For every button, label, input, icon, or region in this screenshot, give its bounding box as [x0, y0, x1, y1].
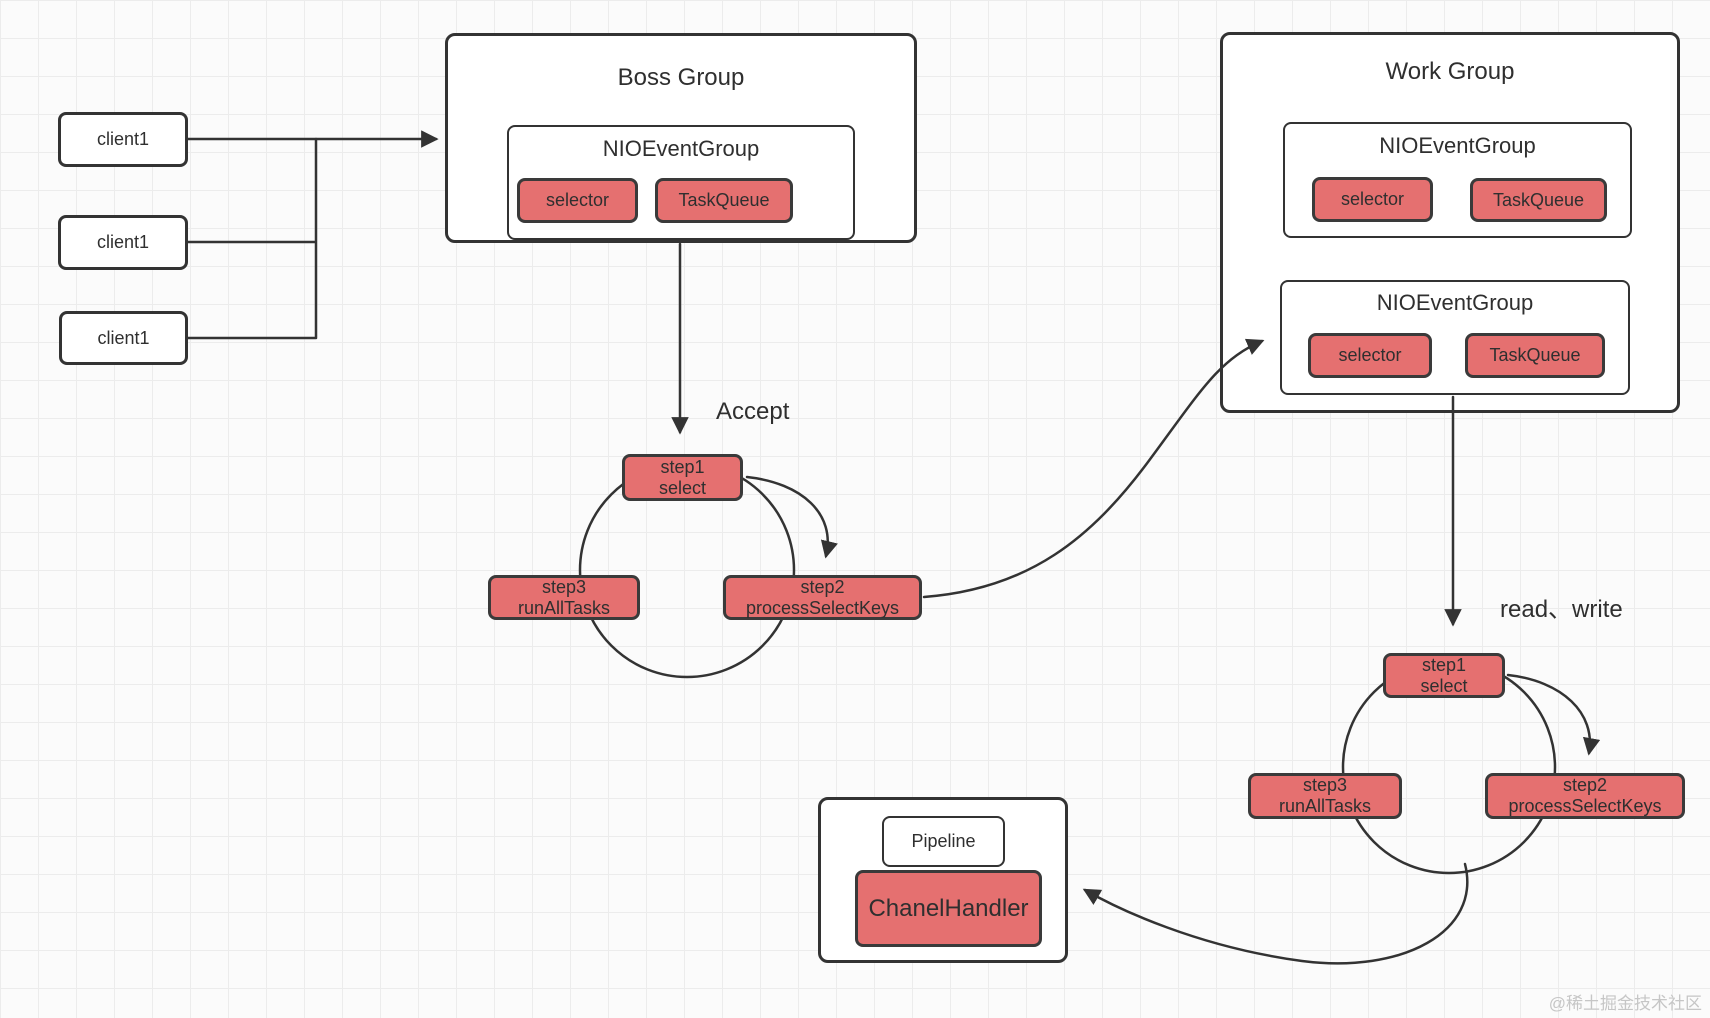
loop1-step3-box: step3 runAllTasks	[488, 575, 640, 620]
read-write-label: read、write	[1500, 596, 1623, 623]
boss-selector-label: selector	[545, 190, 610, 210]
channel-handler-label: ChanelHandler	[868, 894, 1029, 922]
loop2-step1-to-step2-arrow	[1506, 673, 1601, 756]
loop1-step1-line2: select	[658, 477, 707, 498]
loop1-step2-line2: processSelectKeys	[745, 597, 900, 618]
loop1-to-workgroup-arrow	[922, 338, 1265, 599]
loop1-step1-line1: step1	[660, 456, 705, 477]
loop1-step2-line1: step2	[800, 576, 845, 597]
work-nio-event-group-title-1: NIOEventGroup	[1379, 133, 1536, 158]
boss-group-title: Boss Group	[617, 64, 745, 91]
loop2-step3-line1: step3	[1302, 775, 1348, 795]
boss-selector-box: selector	[517, 178, 638, 223]
boss-nio-event-group-title: NIOEventGroup	[602, 136, 760, 161]
client-box-2: client1	[58, 215, 188, 270]
channel-handler-box: ChanelHandler	[855, 870, 1042, 947]
loop2-to-pipeline-arrow	[1082, 862, 1469, 965]
loop2-step1-box: step1 select	[1383, 653, 1505, 698]
work-task-queue-label-2: TaskQueue	[1489, 345, 1581, 365]
loop2-step3-line2: runAllTasks	[1278, 796, 1372, 816]
watermark: @稀土掘金技术社区	[1548, 994, 1702, 1013]
work-task-queue-box-2: TaskQueue	[1465, 333, 1605, 378]
client-label: client1	[96, 232, 150, 252]
work-task-queue-box-1: TaskQueue	[1470, 178, 1607, 222]
loop1-step3-line2: runAllTasks	[517, 597, 611, 618]
loop2-step2-box: step2 processSelectKeys	[1485, 773, 1685, 819]
work-group-title: Work Group	[1385, 58, 1515, 85]
work-selector-box-1: selector	[1312, 177, 1433, 222]
loop2-step2-line1: step2	[1562, 775, 1608, 795]
work-selector-label-1: selector	[1340, 189, 1405, 209]
work-nio-event-group-title-2: NIOEventGroup	[1376, 290, 1534, 315]
pipeline-label: Pipeline	[911, 831, 976, 851]
boss-task-queue-box: TaskQueue	[655, 178, 793, 223]
work-selector-label-2: selector	[1338, 345, 1402, 365]
loop1-step1-to-step2-arrow	[745, 475, 838, 559]
client-label: client1	[97, 327, 150, 348]
work-task-queue-label-1: TaskQueue	[1492, 189, 1585, 210]
accept-label: Accept	[716, 398, 790, 425]
client-box-3: client1	[59, 311, 188, 365]
boss-task-queue-label: TaskQueue	[678, 190, 770, 210]
loop1-step3-line1: step3	[541, 576, 587, 597]
loop2-step2-line2: processSelectKeys	[1508, 796, 1662, 816]
loop1-step1-box: step1 select	[622, 454, 743, 501]
pipeline-box: Pipeline	[882, 816, 1005, 867]
client-merge-line	[185, 137, 318, 340]
loop2-step3-box: step3 runAllTasks	[1248, 773, 1402, 819]
client-box-1: client1	[58, 112, 188, 167]
client-label: client1	[96, 129, 150, 149]
loop1-step2-box: step2 processSelectKeys	[723, 575, 922, 620]
loop2-step1-line1: step1	[1421, 654, 1467, 675]
work-selector-box-2: selector	[1308, 333, 1432, 378]
loop2-step1-line2: select	[1420, 675, 1468, 696]
